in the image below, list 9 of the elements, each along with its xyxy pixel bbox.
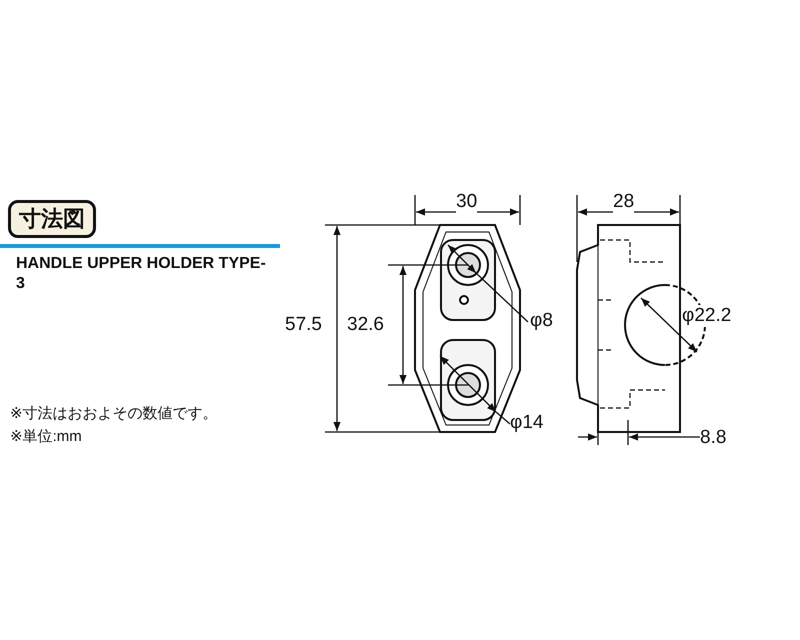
dimension-label: φ22.2 xyxy=(682,305,732,327)
dimension-label: φ14 xyxy=(510,412,544,434)
dimension-label: φ8 xyxy=(530,310,553,332)
dimension-label: 30 xyxy=(456,191,478,213)
dimension-label: 28 xyxy=(613,191,634,213)
subtitle: HANDLE UPPER HOLDER TYPE-3 xyxy=(16,254,266,294)
note: ※寸法はおおよその数値です。 xyxy=(10,404,218,423)
note: ※単位:mm xyxy=(10,427,82,446)
heading-badge: 寸法図 xyxy=(8,200,96,238)
